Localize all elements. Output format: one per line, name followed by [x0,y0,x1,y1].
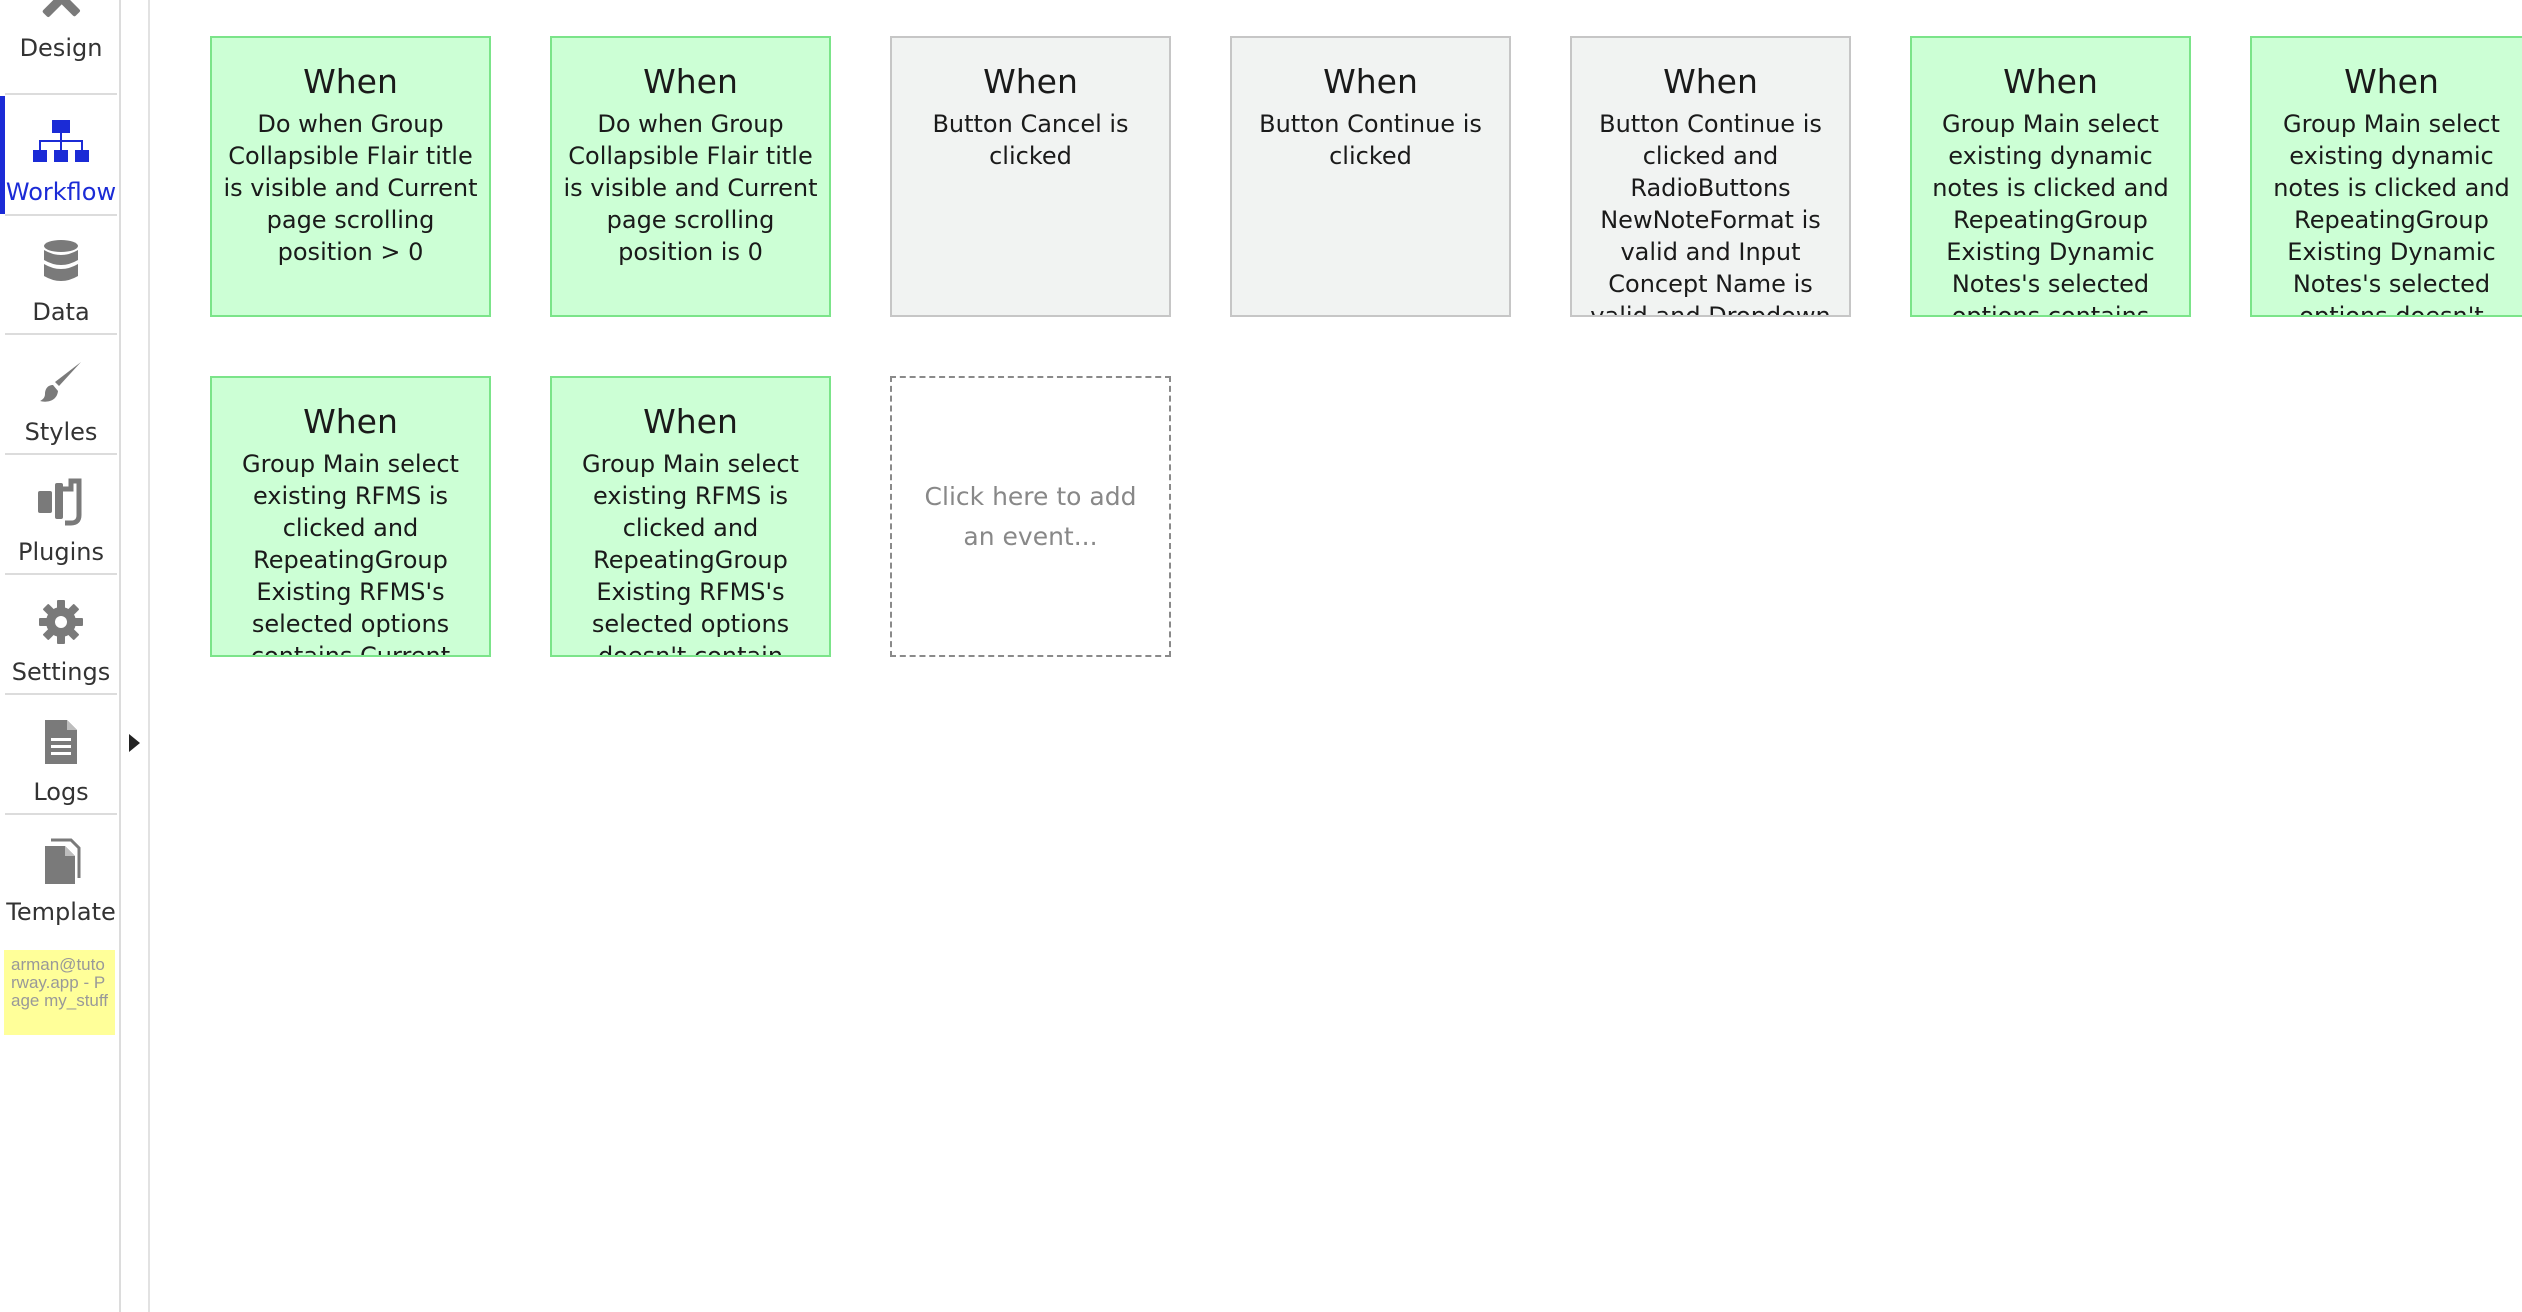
event-when-label: When [303,402,398,441]
sidebar-item-workflow[interactable]: Workflow [5,96,117,214]
event-when-label: When [1663,62,1758,101]
event-description: Do when Group Collapsible Flair title is… [563,110,818,266]
design-tools-icon [5,0,117,24]
event-description: Group Main select existing RFMS is click… [582,450,799,657]
sidebar-item-plugins[interactable]: Plugins [5,456,117,574]
active-tab-indicator [0,96,6,214]
event-card[interactable]: When Button Continue is clicked and Radi… [1570,36,1851,317]
event-card[interactable]: When Group Main select existing RFMS is … [210,376,491,657]
gear-icon [5,596,117,648]
add-event-button[interactable]: Click here to add an event... [890,376,1171,657]
event-when-label: When [2344,62,2439,101]
sidebar-item-data[interactable]: Data [5,216,117,334]
document-icon [5,716,117,768]
sidebar-item-label: Styles [24,418,98,446]
sidebar-item-label: Workflow [5,178,117,206]
plug-icon [5,476,117,528]
event-when-label: When [1323,62,1418,101]
sidebar-item-label: Plugins [18,538,104,566]
sidebar-divider [5,693,117,695]
sidebar-divider [5,333,117,335]
sidebar-item-label: Settings [11,658,111,686]
event-description: Button Cancel is clicked [932,110,1129,170]
expand-panel-arrow-icon[interactable] [129,734,140,752]
event-description: Group Main select existing dynamic notes… [1932,110,2169,317]
sidebar-item-label: Logs [33,778,89,806]
sidebar-divider [5,214,117,216]
workflow-hierarchy-icon [5,116,117,168]
sidebar-divider [5,573,117,575]
event-when-label: When [643,402,738,441]
event-card[interactable]: When Group Main select existing dynamic … [2250,36,2522,317]
sidebar-item-label: Data [32,298,90,326]
event-description: Do when Group Collapsible Flair title is… [223,110,478,266]
sidebar-divider [5,453,117,455]
database-icon [5,236,117,288]
add-event-label: Click here to add an event... [924,481,1137,551]
copy-document-icon [5,836,117,888]
event-when-label: When [303,62,398,101]
event-card[interactable]: When Button Continue is clicked [1230,36,1511,317]
event-when-label: When [983,62,1078,101]
event-description: Group Main select existing dynamic notes… [2273,110,2510,317]
sidebar-divider [5,93,117,95]
event-card[interactable]: When Do when Group Collapsible Flair tit… [210,36,491,317]
panel-divider [148,0,150,1312]
event-when-label: When [2003,62,2098,101]
sidebar-divider [5,813,117,815]
sidebar-item-logs[interactable]: Logs [5,696,117,814]
event-description: Button Continue is clicked and RadioButt… [1590,110,1831,317]
event-card[interactable]: When Group Main select existing RFMS is … [550,376,831,657]
event-description: Group Main select existing RFMS is click… [242,450,459,657]
sidebar-item-label: Design [19,34,103,62]
event-card[interactable]: When Do when Group Collapsible Flair tit… [550,36,831,317]
sidebar-item-label: Template [6,898,116,926]
event-card[interactable]: When Group Main select existing dynamic … [1910,36,2191,317]
paintbrush-icon [5,356,117,408]
sidebar-item-template[interactable]: Template [5,816,117,934]
user-page-note: arman@tutorway.app - Page my_stuff [4,950,115,1035]
sidebar-item-styles[interactable]: Styles [5,336,117,454]
sidebar-item-design[interactable]: Design [5,0,117,70]
event-card[interactable]: When Button Cancel is clicked [890,36,1171,317]
event-when-label: When [643,62,738,101]
event-description: Button Continue is clicked [1259,110,1482,170]
left-sidebar: Design Workflow [0,0,121,1312]
sidebar-item-settings[interactable]: Settings [5,576,117,694]
